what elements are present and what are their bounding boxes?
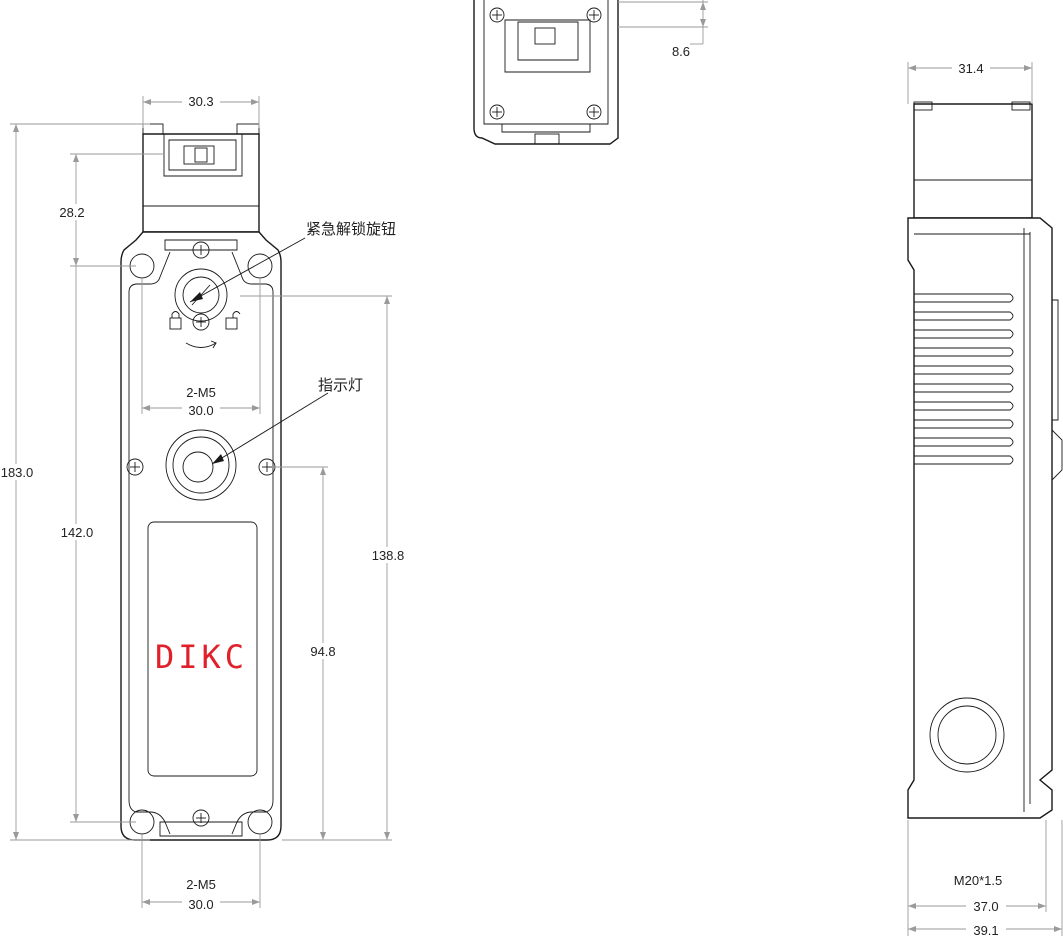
rotate-arrow-icon	[185, 340, 218, 349]
dim-bottom-hole-spacing: 30.0	[188, 897, 213, 912]
callout-release-knob: 紧急解锁旋钮	[306, 220, 396, 238]
screw-icon	[126, 458, 144, 476]
dim-top-depth: 8.6	[672, 44, 690, 59]
top-view	[473, 0, 619, 145]
dim-thread: M20*1.5	[954, 873, 1002, 888]
lock-closed-icon	[169, 311, 182, 330]
screw-icon	[489, 7, 505, 23]
dim-indicator-to-bottom: 94.8	[310, 644, 335, 659]
screw-icon	[489, 104, 505, 120]
side-view	[907, 101, 1063, 819]
dim-top-hole-spacing: 30.0	[188, 403, 213, 418]
screw-icon	[258, 458, 276, 476]
screw-icon	[192, 809, 210, 827]
switch-body	[120, 231, 282, 841]
screw-icon	[586, 7, 602, 23]
screws	[126, 241, 276, 827]
front-view: DIKC	[120, 123, 282, 841]
dim-bottom-holes: 2-M5	[186, 877, 216, 892]
actuator-head	[142, 123, 260, 233]
indicator-lamp	[165, 429, 237, 501]
dim-mount-span: 142.0	[61, 525, 94, 540]
brand-logo: DIKC	[155, 638, 248, 676]
callout-leaders	[189, 237, 329, 465]
dim-head-height: 28.2	[59, 205, 84, 220]
dim-top-width: 30.3	[188, 94, 213, 109]
dim-total-height: 183.0	[1, 465, 34, 480]
dim-body-width: 37.0	[973, 899, 998, 914]
dim-side-top-width: 31.4	[958, 61, 983, 76]
cable-entry	[929, 697, 1005, 773]
dim-overall-width: 39.1	[973, 923, 998, 936]
screw-icon	[586, 104, 602, 120]
callout-indicator: 指示灯	[318, 376, 363, 394]
vent-slots	[914, 293, 1014, 465]
dim-knob-to-bottom: 138.8	[372, 548, 405, 563]
dimension-labels: 30.3 183.0 28.2 142.0 2-M5 30.0 2-M5 30.…	[0, 44, 1006, 936]
dim-top-holes: 2-M5	[186, 385, 216, 400]
screw-icon	[192, 313, 210, 331]
lock-open-icon	[225, 311, 241, 330]
screw-icon	[192, 241, 210, 259]
